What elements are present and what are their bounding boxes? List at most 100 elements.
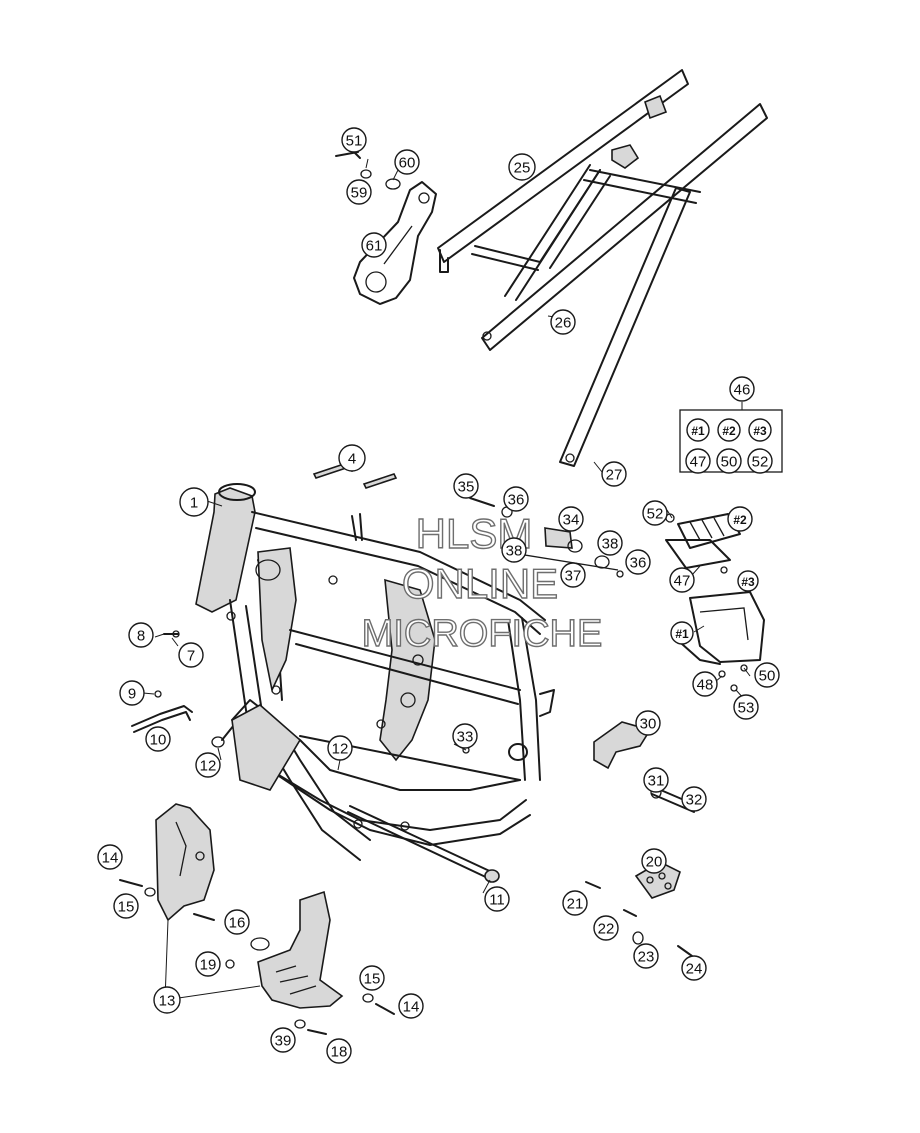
callout-label: 52 [752, 454, 769, 471]
callout-c24: 24 [681, 955, 707, 981]
callout-circle [270, 1027, 296, 1053]
callout-circle [717, 418, 741, 442]
callout-c27: 27 [601, 461, 627, 487]
callout-circle [560, 562, 586, 588]
callout-c23: 23 [633, 943, 659, 969]
watermark-line-2: ONLINE [402, 560, 558, 607]
callout-circle [716, 448, 742, 474]
callout-k2a: #2 [717, 418, 741, 442]
callout-c31: 31 [643, 767, 669, 793]
callout-circle [341, 127, 367, 153]
callout-label: 22 [598, 921, 615, 938]
small-hardware-left [131, 630, 225, 748]
callout-circle [597, 530, 623, 556]
callout-c36b: 36 [625, 549, 651, 575]
callout-label: 27 [606, 467, 623, 484]
watermark: HLSM ONLINE MICROFICHE [361, 509, 603, 655]
callout-c52b: 52 [642, 500, 668, 526]
callout-label: 32 [686, 792, 703, 809]
callout-circle [727, 506, 753, 532]
callout-circle [113, 893, 139, 919]
frame-guard-left [119, 803, 270, 969]
callout-k3a: #3 [748, 418, 772, 442]
callout-label: #2 [722, 424, 736, 438]
callout-label: 10 [150, 732, 167, 749]
callout-label: 19 [200, 957, 217, 974]
callout-circle [394, 149, 420, 175]
callout-c14a: 14 [97, 844, 123, 870]
callout-label: 47 [674, 573, 691, 590]
callout-circle [338, 444, 366, 472]
frame-guard-right [257, 890, 395, 1035]
callout-label: #1 [675, 627, 689, 641]
callout-label: 23 [638, 949, 655, 966]
callout-c51: 51 [341, 127, 367, 153]
callout-label: 61 [366, 238, 383, 255]
callout-circle [327, 735, 353, 761]
watermark-line-3: MICROFICHE [362, 613, 603, 655]
callout-label: 14 [403, 999, 420, 1016]
callout-label: 50 [721, 454, 738, 471]
callout-c33: 33 [452, 723, 478, 749]
callout-circle [748, 418, 772, 442]
callout-circle [633, 943, 659, 969]
engine-mount-hardware [469, 497, 624, 578]
callout-circle [593, 915, 619, 941]
callout-label: 1 [190, 495, 198, 512]
callout-circle [685, 448, 711, 474]
callout-label: 14 [102, 850, 119, 867]
callout-c61: 61 [361, 232, 387, 258]
callout-label: 36 [508, 492, 525, 509]
callout-label: 38 [602, 536, 619, 553]
callout-circle [503, 486, 529, 512]
callout-label: 31 [648, 773, 665, 790]
subframe [437, 69, 768, 467]
callout-label: #1 [691, 424, 705, 438]
callout-circle [508, 153, 536, 181]
callout-label: 25 [514, 160, 531, 177]
callout-label: 21 [567, 896, 584, 913]
callout-label: 39 [275, 1033, 292, 1050]
callout-label: 8 [137, 628, 145, 645]
callout-c1: 1 [179, 487, 209, 517]
callout-c8: 8 [128, 622, 154, 648]
callout-circle [179, 487, 209, 517]
callout-circle [178, 642, 204, 668]
callout-c60: 60 [394, 149, 420, 175]
callout-c7: 7 [178, 642, 204, 668]
callout-label: #3 [753, 424, 767, 438]
callout-circle [562, 890, 588, 916]
callout-c52a: 52 [747, 448, 773, 474]
callout-layer: 1478910111212131414151516181920212223242… [97, 127, 780, 1064]
callout-c47b: 47 [669, 567, 695, 593]
callout-circle [643, 767, 669, 793]
callout-circle [195, 752, 221, 778]
callout-circle [452, 723, 478, 749]
callout-k2b: #2 [727, 506, 753, 532]
callout-c59: 59 [346, 179, 372, 205]
callout-c4: 4 [338, 444, 366, 472]
callout-circle [326, 1038, 352, 1064]
callout-c38a: 38 [501, 537, 527, 563]
callout-label: 51 [346, 133, 363, 150]
chain-guard-plate [335, 149, 437, 305]
callout-circle [195, 951, 221, 977]
callout-c53: 53 [733, 694, 759, 720]
callout-circle [145, 726, 171, 752]
callout-circle [153, 986, 181, 1014]
callout-c36a: 36 [503, 486, 529, 512]
callout-c26: 26 [550, 309, 576, 335]
callout-c30: 30 [635, 710, 661, 736]
callout-circle [359, 965, 385, 991]
callout-c15a: 15 [113, 893, 139, 919]
callout-label: 26 [555, 315, 572, 332]
callout-c48: 48 [692, 671, 718, 697]
callout-circle [346, 179, 372, 205]
callout-k1b: #1 [670, 621, 694, 645]
callout-c25: 25 [508, 153, 536, 181]
callout-label: 18 [331, 1044, 348, 1061]
callout-circle [501, 537, 527, 563]
callout-c39: 39 [270, 1027, 296, 1053]
callout-label: 12 [200, 758, 217, 775]
